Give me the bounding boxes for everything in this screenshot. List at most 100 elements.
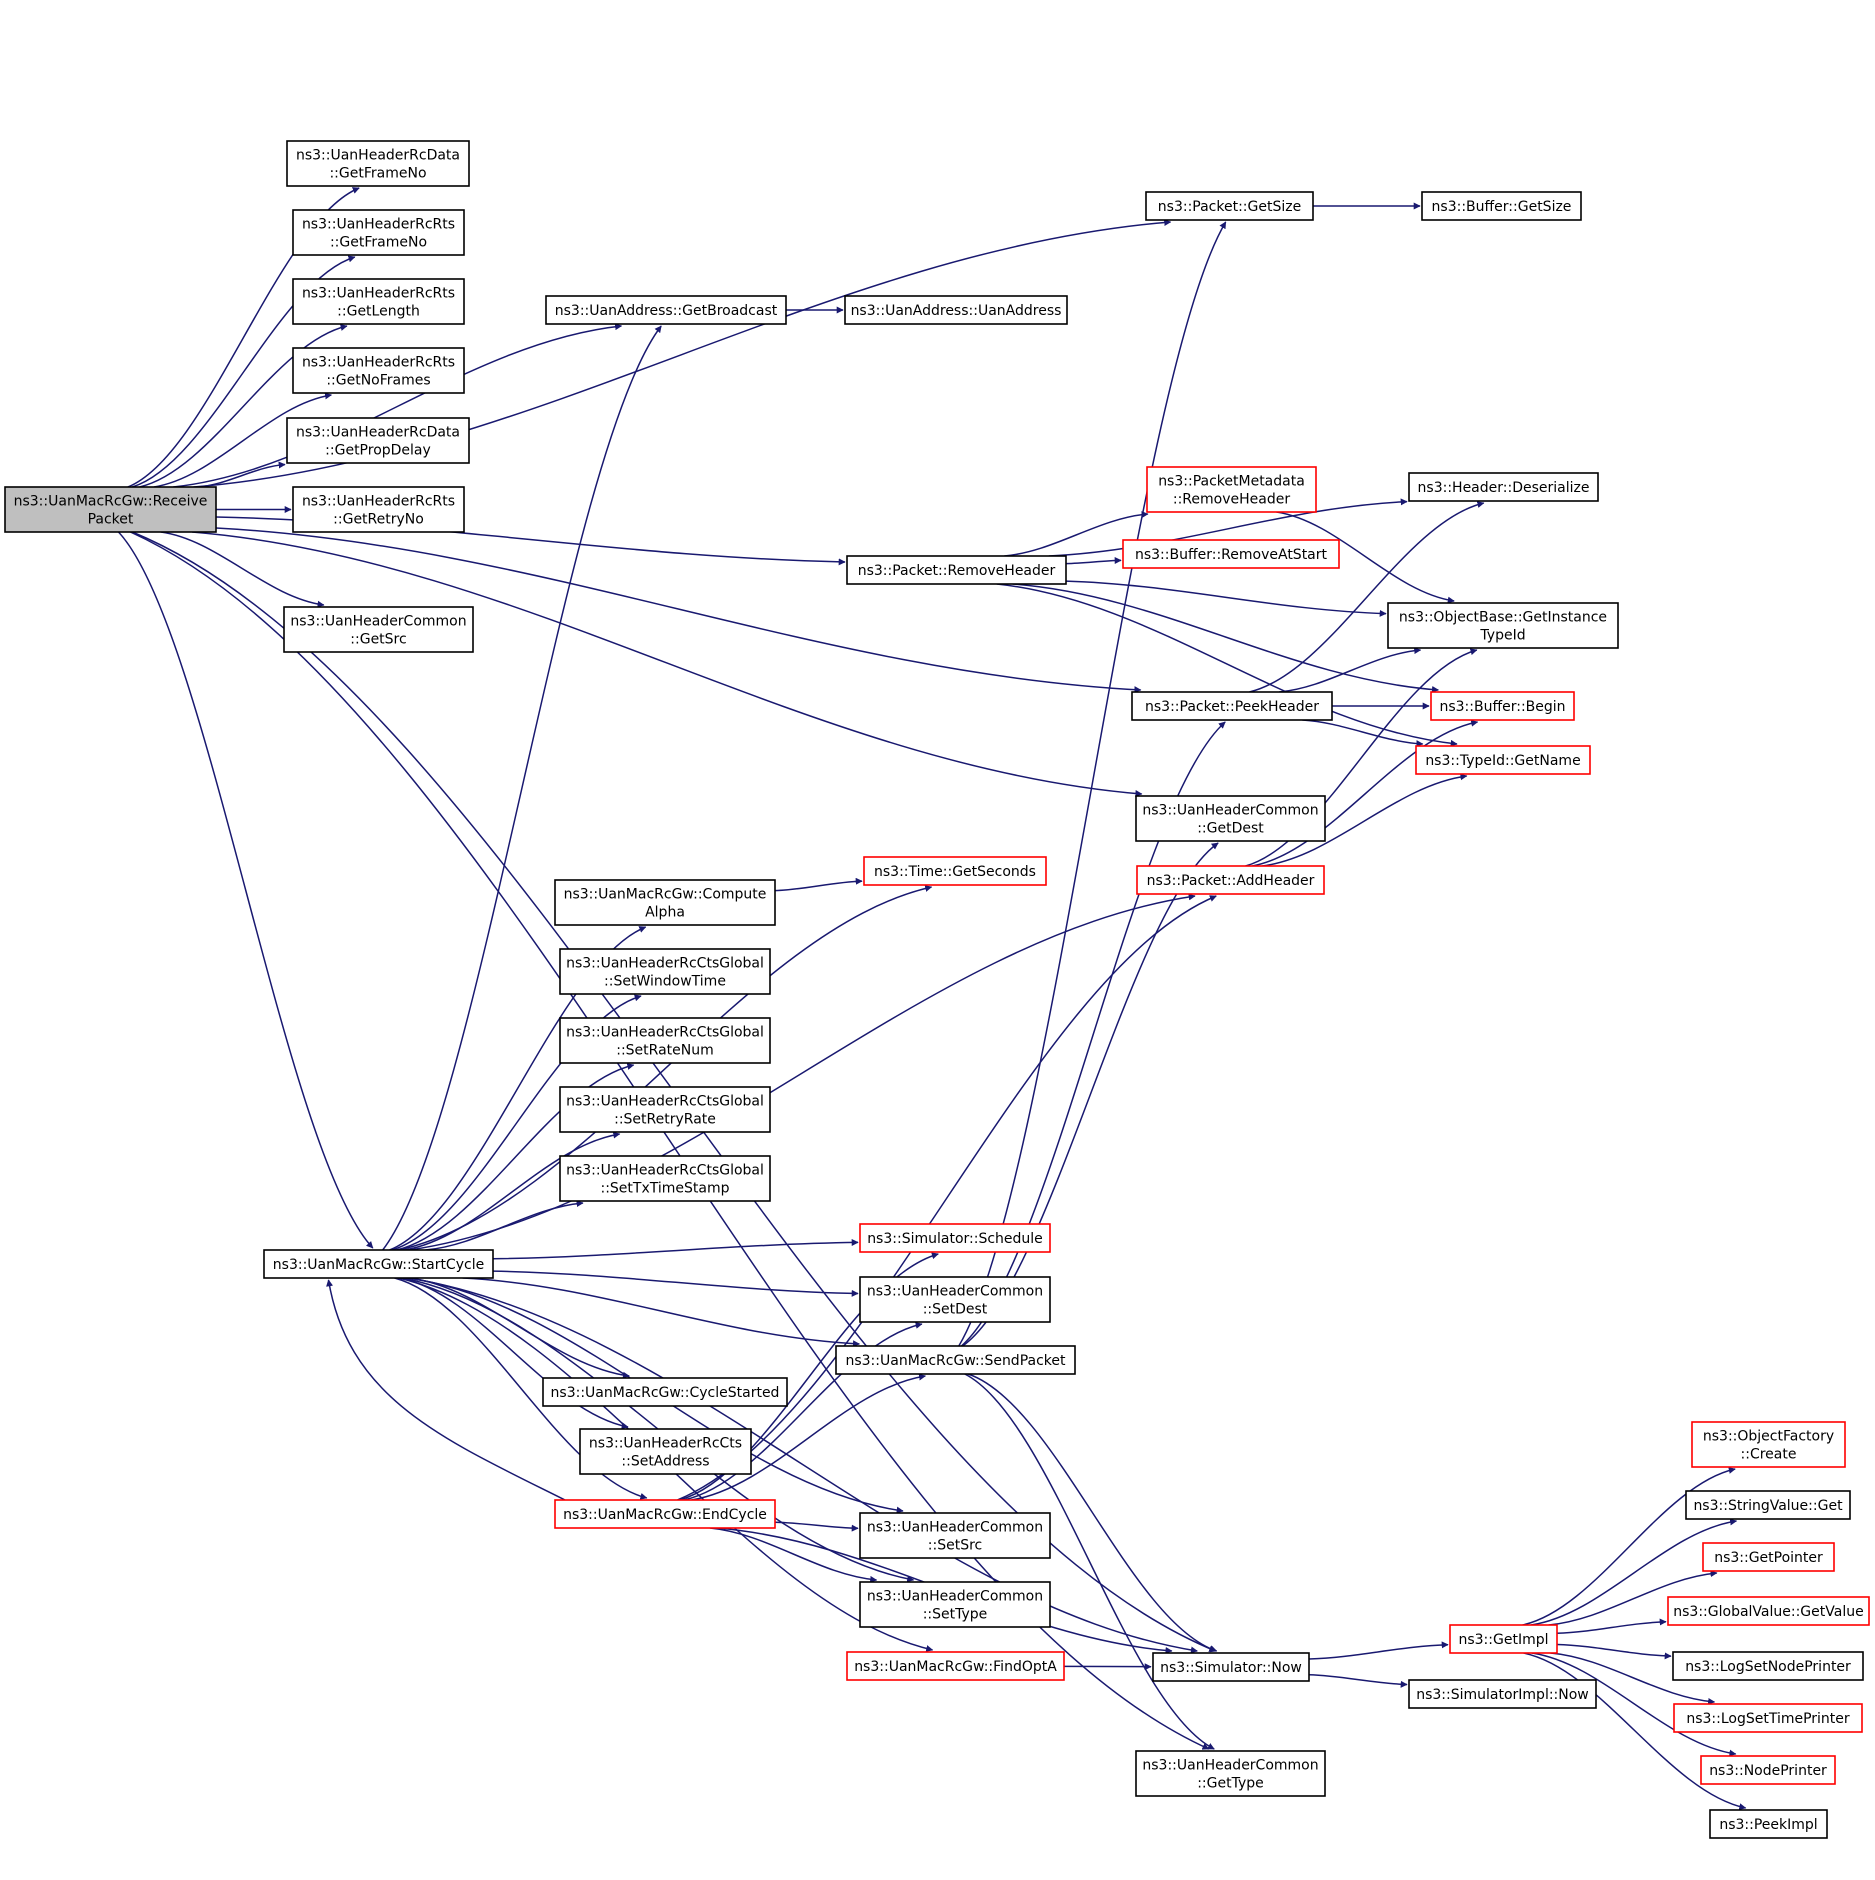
node-cyclestarted[interactable]: ns3::UanMacRcGw::CycleStarted (542, 1377, 788, 1407)
node-sendpacket[interactable]: ns3::UanMacRcGw::SendPacket (835, 1345, 1076, 1375)
node-box (292, 209, 465, 256)
node-rcdata-propdelay[interactable]: ns3::UanHeaderRcData::GetPropDelay (286, 417, 470, 464)
node-time-getseconds[interactable]: ns3::Time::GetSeconds (863, 856, 1047, 886)
node-header-deserialize[interactable]: ns3::Header::Deserialize (1408, 472, 1599, 502)
node-label: ::GetFrameNo (330, 235, 427, 251)
node-endcycle[interactable]: ns3::UanMacRcGw::EndCycle (554, 1499, 776, 1529)
edge-root-to-rcrts_noframes (153, 392, 332, 488)
node-peekimpl[interactable]: ns3::PeekImpl (1709, 1809, 1828, 1839)
edge-startcycle-to-setretryrate (404, 1131, 621, 1251)
node-startcycle[interactable]: ns3::UanMacRcGw::StartCycle (263, 1249, 494, 1279)
node-rcdata-frameno[interactable]: ns3::UanHeaderRcData::GetFrameNo (286, 140, 470, 187)
edge-getimpl-to-globalvalue_getvalue (1556, 1618, 1667, 1635)
node-rcrts-retryno[interactable]: ns3::UanHeaderRcRts::GetRetryNo (292, 486, 465, 533)
node-label: ::GetDest (1197, 821, 1264, 837)
node-buffer-getsize[interactable]: ns3::Buffer::GetSize (1421, 191, 1582, 221)
node-box (542, 1377, 788, 1407)
node-globalvalue-getvalue[interactable]: ns3::GlobalValue::GetValue (1667, 1596, 1870, 1626)
node-label: ns3::NodePrinter (1709, 1763, 1827, 1779)
node-label: ns3::UanHeaderRcCtsGlobal (566, 1094, 764, 1110)
node-label: Alpha (645, 905, 685, 921)
node-label: ns3::UanHeaderCommon (867, 1520, 1043, 1536)
node-settxtimestamp[interactable]: ns3::UanHeaderRcCtsGlobal::SetTxTimeStam… (559, 1155, 771, 1202)
node-common-getdest[interactable]: ns3::UanHeaderCommon::GetDest (1135, 795, 1326, 842)
node-label: ns3::UanHeaderRcData (296, 425, 460, 441)
node-logsettimeprinter[interactable]: ns3::LogSetTimePrinter (1673, 1703, 1863, 1733)
node-box (859, 1581, 1051, 1628)
edge-endcycle-to-startcycle (326, 1279, 566, 1501)
node-uanaddress[interactable]: ns3::UanAddress::UanAddress (844, 295, 1068, 325)
node-box (1449, 1624, 1558, 1654)
node-rcrts-noframes[interactable]: ns3::UanHeaderRcRts::GetNoFrames (292, 347, 465, 394)
edge-startcycle-to-packet_addheader (409, 893, 1196, 1251)
node-typeid-getname[interactable]: ns3::TypeId::GetName (1415, 745, 1591, 775)
node-getpointer[interactable]: ns3::GetPointer (1702, 1542, 1835, 1572)
node-packet-removeheader[interactable]: ns3::Packet::RemoveHeader (846, 555, 1067, 585)
node-label: ns3::UanMacRcGw::Receive (14, 494, 208, 510)
edge-root-to-rcrts_length (139, 324, 348, 488)
edge-sendpacket-to-common_gettype (964, 1373, 1215, 1750)
node-box (1667, 1596, 1870, 1626)
node-objectfactory-create[interactable]: ns3::ObjectFactory::Create (1691, 1421, 1846, 1468)
edge-root-to-packet_getsize (193, 219, 1172, 488)
node-setratenum[interactable]: ns3::UanHeaderRcCtsGlobal::SetRateNum (559, 1017, 771, 1064)
node-label: TypeId (1479, 628, 1525, 644)
node-buffer-begin[interactable]: ns3::Buffer::Begin (1430, 691, 1575, 721)
node-box (1415, 745, 1591, 775)
node-schedule[interactable]: ns3::Simulator::Schedule (859, 1223, 1051, 1253)
node-setwindowtime[interactable]: ns3::UanHeaderRcCtsGlobal::SetWindowTime (559, 948, 771, 995)
node-common-settype[interactable]: ns3::UanHeaderCommon::SetType (859, 1581, 1051, 1628)
node-box (1131, 691, 1333, 721)
node-getbroadcast[interactable]: ns3::UanAddress::GetBroadcast (545, 295, 787, 325)
node-rcrts-length[interactable]: ns3::UanHeaderRcRts::GetLength (292, 278, 465, 325)
node-common-setdest[interactable]: ns3::UanHeaderCommon::SetDest (859, 1276, 1051, 1323)
node-label: ns3::GetPointer (1714, 1550, 1823, 1566)
edge-endcycle-to-sendpacket (691, 1373, 926, 1501)
edge-packet_addheader-to-buffer_begin (1252, 719, 1479, 867)
node-packet-addheader[interactable]: ns3::Packet::AddHeader (1136, 865, 1325, 895)
edge-root-to-common_gettype (130, 531, 1210, 1750)
node-findopta[interactable]: ns3::UanMacRcGw::FindOptA (846, 1651, 1065, 1681)
node-box (1135, 795, 1326, 842)
edge-getimpl-to-stringvalue_get (1530, 1518, 1738, 1626)
node-label: ns3::Packet::GetSize (1158, 199, 1301, 215)
node-label: ::GetRetryNo (333, 512, 424, 528)
node-common-setsrc[interactable]: ns3::UanHeaderCommon::SetSrc (859, 1512, 1051, 1559)
node-label: ::GetFrameNo (329, 166, 426, 182)
node-rcrts-frameno[interactable]: ns3::UanHeaderRcRts::GetFrameNo (292, 209, 465, 256)
node-simulator-now[interactable]: ns3::Simulator::Now (1152, 1652, 1310, 1682)
node-setretryrate[interactable]: ns3::UanHeaderRcCtsGlobal::SetRetryRate (559, 1086, 771, 1133)
edge-root-to-rcdata_propdelay (197, 461, 286, 488)
node-buffer-removeatstart[interactable]: ns3::Buffer::RemoveAtStart (1122, 539, 1340, 569)
node-label: ns3::Buffer::RemoveAtStart (1135, 547, 1328, 563)
node-label: ::SetRetryRate (614, 1112, 716, 1128)
edge-getimpl-to-logsetnodeprinter (1556, 1643, 1672, 1660)
edge-startcycle-to-time_getseconds (398, 884, 933, 1251)
node-common-gettype[interactable]: ns3::UanHeaderCommon::GetType (1135, 1750, 1326, 1797)
node-logsetnodeprinter[interactable]: ns3::LogSetNodePrinter (1672, 1651, 1864, 1681)
node-label: ::SetDest (923, 1302, 988, 1318)
node-nodeprinter[interactable]: ns3::NodePrinter (1700, 1755, 1836, 1785)
edge-packet_removeheader-to-header_deserialize (1048, 498, 1408, 557)
edge-startcycle-to-sendpacket (462, 1277, 860, 1348)
node-box (1122, 539, 1340, 569)
node-label: ::GetType (1197, 1776, 1264, 1792)
node-common-getsrc[interactable]: ns3::UanHeaderCommon::GetSrc (283, 606, 474, 653)
edge-startcycle-to-setwindowtime (391, 994, 642, 1251)
node-box (286, 417, 470, 464)
node-label: ::GetSrc (350, 632, 406, 648)
node-box (844, 295, 1068, 325)
node-packet-getsize[interactable]: ns3::Packet::GetSize (1145, 191, 1314, 221)
node-label: ns3::UanHeaderCommon (1142, 1758, 1318, 1774)
node-packet-peekheader[interactable]: ns3::Packet::PeekHeader (1131, 691, 1333, 721)
node-getimpl[interactable]: ns3::GetImpl (1449, 1624, 1558, 1654)
node-simimpl-now[interactable]: ns3::SimulatorImpl::Now (1408, 1679, 1597, 1709)
node-label: ns3::ObjectFactory (1703, 1429, 1834, 1445)
node-meta-removeheader[interactable]: ns3::PacketMetadata::RemoveHeader (1146, 466, 1317, 513)
node-stringvalue-get[interactable]: ns3::StringValue::Get (1685, 1490, 1851, 1520)
node-setaddress[interactable]: ns3::UanHeaderRcCts::SetAddress (579, 1428, 752, 1475)
